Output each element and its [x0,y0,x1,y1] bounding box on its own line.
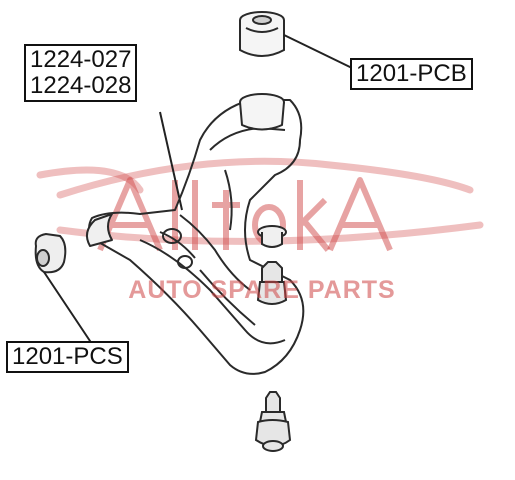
label-bushing-side: 1201-PCS [6,341,129,373]
ball-joint-stud [256,261,288,305]
bushing-side-part [34,232,67,274]
label-bushing-top: 1201-PCB [350,58,473,90]
label-arm-part-1: 1224-027 [30,46,132,73]
bolt-fastener [257,225,287,248]
control-arm-part [85,93,305,375]
ball-joint-lower [254,391,292,452]
watermark-tagline: AUTO SPARE PARTS [128,276,396,304]
bushing-top-part [239,11,285,57]
watermark-logo [97,177,393,252]
label-arm-part-numbers: 1224-027 1224-028 [24,44,138,102]
leader-line-arm [159,111,183,211]
leader-line-pcb [283,34,353,69]
label-arm-part-2: 1224-028 [30,72,132,99]
leader-line-pcs [43,271,93,345]
